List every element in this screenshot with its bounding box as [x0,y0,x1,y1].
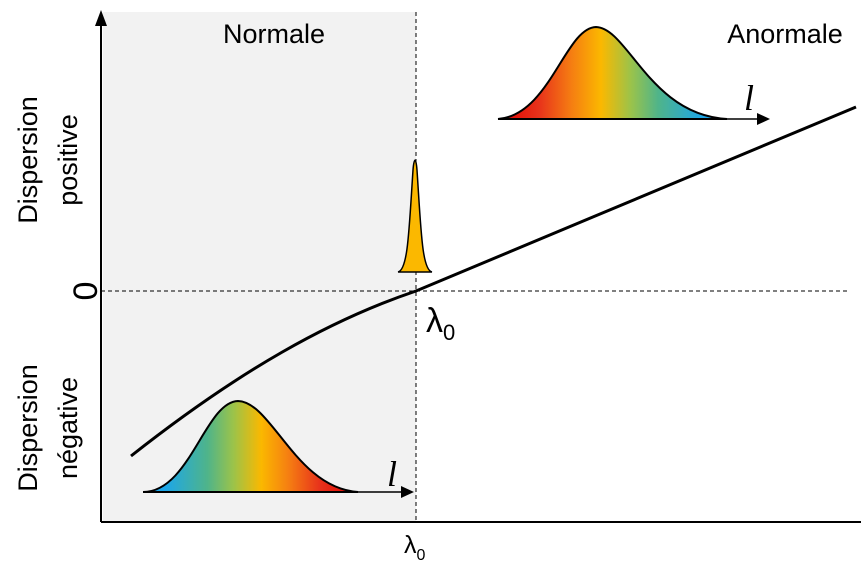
negative-dispersion-line2: négative [53,377,83,479]
curve-lambda0-label: λ0 [426,302,455,345]
zero-label: 0 [67,282,105,301]
y-axis-arrowhead [95,10,107,26]
curve-lambda0-symbol: λ [426,302,443,340]
positive-dispersion-line2: positive [53,114,83,206]
normal-pulse-axis-arrowhead [401,486,414,498]
curve-lambda0-subscript: 0 [443,320,455,345]
x-axis-lambda0-symbol: λ [404,531,417,559]
normal-region-label: Normale [223,19,325,49]
normal-dispersion-pulse [142,399,359,493]
negative-dispersion-line1: Dispersion [13,364,43,492]
anomalous-pulse-axis-arrowhead [757,113,770,125]
normal-pulse-axis-variable: l [387,454,397,494]
anomalous-pulse-axis-variable: l [744,78,754,118]
negative-dispersion-label: Dispersion négative [13,364,83,492]
dispersion-curve [130,105,857,458]
positive-dispersion-label: Dispersion positive [13,96,83,224]
anomalous-region-label: Anormale [727,19,843,49]
zero-dispersion-label: 0 [67,282,105,301]
x-axis-lambda0-label: λ0 [404,531,426,563]
positive-dispersion-line1: Dispersion [13,96,43,224]
center-pulse [397,159,433,273]
anomalous-dispersion-pulse [497,25,728,120]
x-axis-lambda0-subscript: 0 [417,547,426,563]
